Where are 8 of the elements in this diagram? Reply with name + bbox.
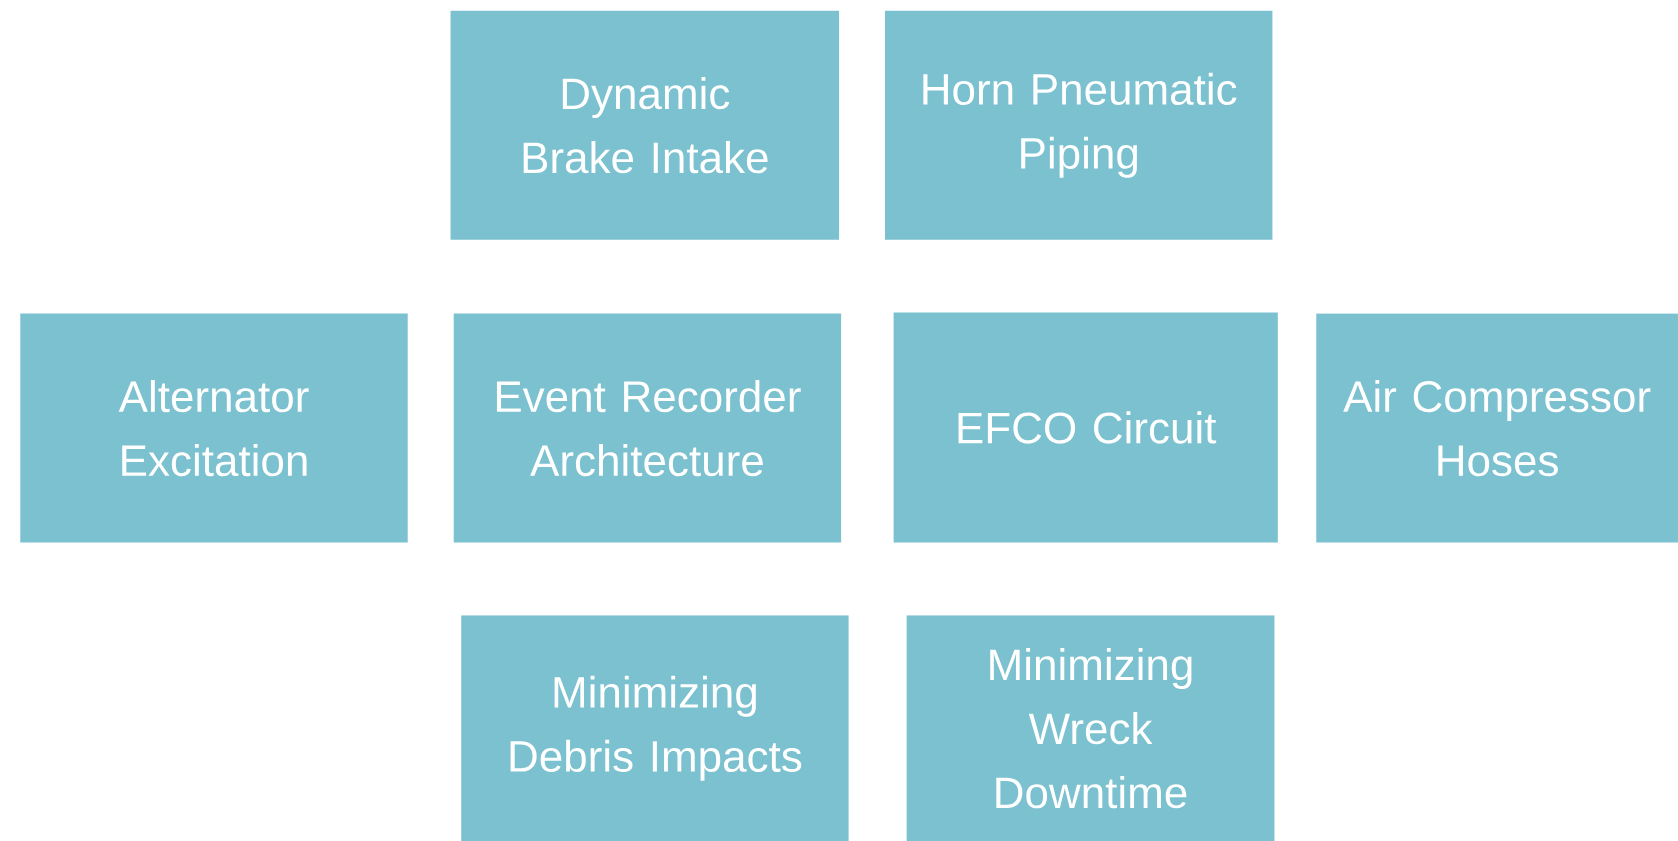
topic-box: Minimizing Wreck Downtime — [906, 615, 1275, 841]
topic-box: Event Recorder Architecture — [453, 313, 842, 543]
topic-box: Horn Pneumatic Piping — [885, 10, 1273, 240]
topic-box: Minimizing Debris Impacts — [461, 615, 849, 841]
topic-box: Dynamic Brake Intake — [450, 10, 840, 240]
topic-box: Air Compressor Hoses — [1316, 313, 1678, 543]
topic-box: EFCO Circuit — [893, 312, 1278, 543]
topic-box: Alternator Excitation — [20, 313, 408, 543]
